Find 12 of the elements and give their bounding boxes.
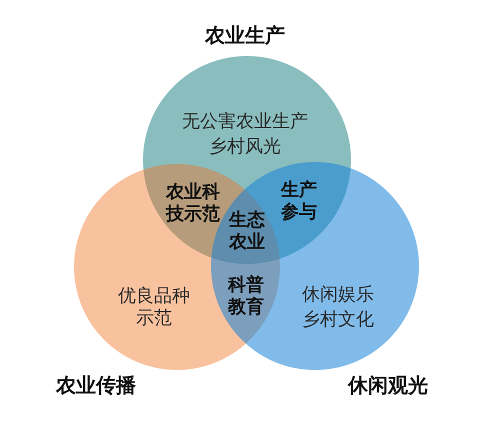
circle-heading: 休闲观光 xyxy=(348,373,428,397)
circle-text: 乡村风光 xyxy=(209,136,281,158)
circle-text: 优良品种示范 xyxy=(117,285,191,329)
circle-text: 乡村文化 xyxy=(302,309,374,331)
overlap-label: 科普教育 xyxy=(226,274,265,318)
circle-text: 无公害农业生产 xyxy=(182,111,308,133)
overlap-label: 生产参与 xyxy=(280,179,318,223)
circle-heading: 农业传播 xyxy=(56,373,136,397)
circle-text: 休闲娱乐 xyxy=(302,284,374,306)
overlap-label: 农业科技示范 xyxy=(164,181,221,225)
circle-heading: 农业生产 xyxy=(205,23,285,47)
overlap-label: 生态农业 xyxy=(228,209,266,253)
